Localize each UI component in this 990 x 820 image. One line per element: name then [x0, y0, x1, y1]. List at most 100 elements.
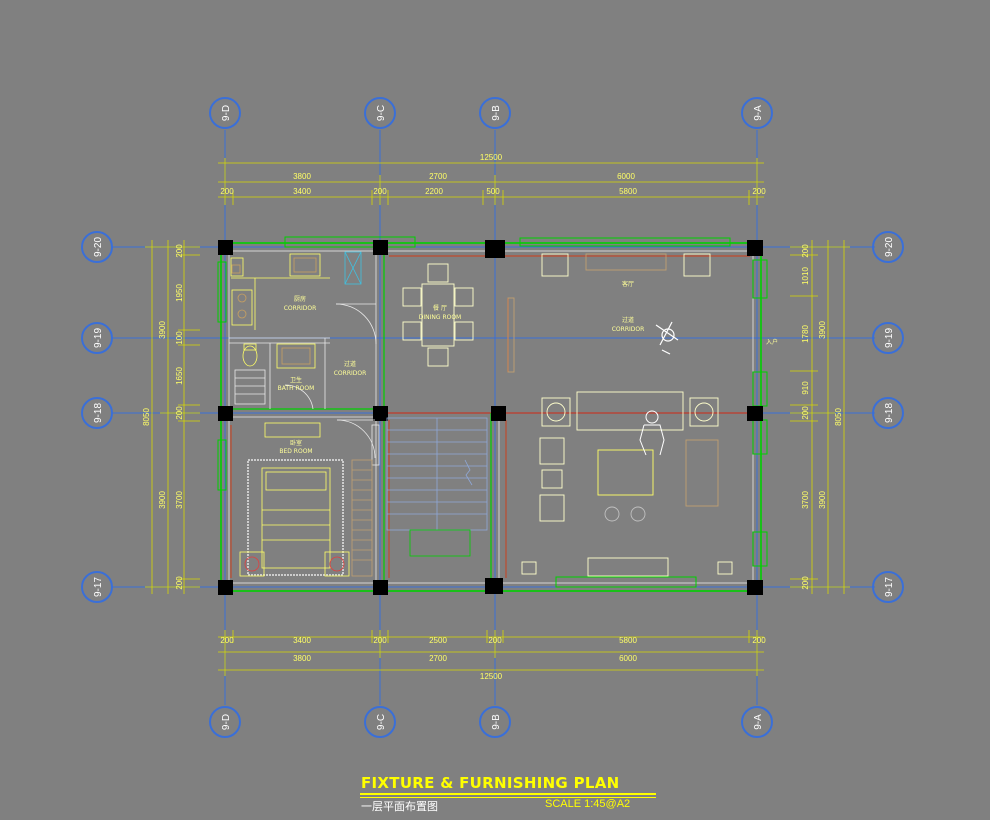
dim-bot-r1-2: 6000: [619, 654, 637, 663]
dim-bot-r2-2: 200: [373, 636, 387, 645]
person-figure-icon: [655, 321, 679, 355]
dim-left-r2-1: 1950: [175, 284, 184, 302]
grid-label-right-0: 9-20: [884, 237, 895, 257]
room-bath-cn: 卫生: [290, 376, 302, 384]
dim-right-r2-3: 910: [801, 381, 810, 395]
dimension-texts-right: 200 1010 1780 910 200 3700 200 3900 3900…: [801, 244, 843, 590]
grid-label-bottom-3: 9-A: [753, 714, 764, 730]
dim-top-r2-2: 200: [373, 187, 387, 196]
plan-title: FIXTURE & FURNISHING PLAN: [361, 774, 620, 792]
dim-bot-r2-5: 5800: [619, 636, 637, 645]
dim-left-r2-3: 1650: [175, 367, 184, 385]
dim-bot-r1-1: 2700: [429, 654, 447, 663]
dim-top-r2-3: 2200: [425, 187, 443, 196]
grid-label-top-3: 9-A: [753, 105, 764, 121]
dim-top-r2-0: 200: [220, 187, 234, 196]
room-corridor1-cn: 过道: [344, 360, 356, 368]
dim-top-r2-1: 3400: [293, 187, 311, 196]
dim-top-r1-1: 2700: [429, 172, 447, 181]
grid-label-top-1: 9-C: [376, 105, 387, 121]
grid-label-bottom-2: 9-B: [491, 714, 502, 730]
dimension-texts-top: 12500 3800 2700 6000 200 3400 200 2200 5…: [220, 153, 766, 196]
dim-bot-r2-4: 200: [488, 636, 502, 645]
dim-right-r2-6: 200: [801, 576, 810, 590]
dim-top-r2-4: 500: [486, 187, 500, 196]
room-living-cn: 客厅: [622, 280, 634, 288]
dim-right-r1-0: 3900: [818, 321, 827, 339]
grid-bubbles-right: 9-20 9-19 9-18 9-17: [872, 231, 904, 603]
dim-top-r1-0: 3800: [293, 172, 311, 181]
grid-label-right-1: 9-19: [884, 328, 895, 348]
dimension-texts-bottom: 200 3400 200 2500 200 5800 200 3800 2700…: [220, 636, 766, 681]
dim-top-r2-6: 200: [752, 187, 766, 196]
plan-scale: SCALE 1:45@A2: [545, 798, 631, 810]
living-furniture: [507, 253, 733, 577]
room-bath: BATH ROOM: [278, 385, 315, 392]
dim-left-total: 8050: [142, 408, 151, 426]
title-underline: [360, 793, 656, 795]
dim-right-r1-1: 3900: [818, 491, 827, 509]
grid-label-left-2: 9-18: [93, 403, 104, 423]
room-kitchen-cn: 厨房: [294, 295, 306, 303]
title-block: FIXTURE & FURNISHING PLAN 一层平面布置图 SCALE …: [358, 772, 658, 818]
dining-furniture: [402, 263, 474, 367]
room-dining-cn: 餐 厅: [433, 304, 447, 312]
dim-right-r2-2: 1780: [801, 325, 810, 343]
grid-label-right-2: 9-18: [884, 403, 895, 423]
grid-bubble-9-A-top: [741, 97, 773, 129]
grid-bubble-9-C-top: [364, 97, 396, 129]
dim-top-total: 12500: [480, 153, 503, 162]
dim-right-total: 8050: [834, 408, 843, 426]
dim-right-r2-5: 3700: [801, 491, 810, 509]
room-bed-cn: 卧室: [290, 439, 302, 447]
kitchen-fixtures: [230, 251, 362, 330]
grid-bubble-9-B-top: [479, 97, 511, 129]
dimension-lines: [145, 158, 850, 676]
person-figure-sofa-icon: [639, 410, 665, 456]
dim-left-r1-1: 3900: [158, 491, 167, 509]
door-swings: [284, 303, 380, 466]
grid-label-bottom-0: 9-D: [221, 714, 232, 730]
grid-bubbles-left: 9-20 9-19 9-18 9-17: [81, 231, 113, 603]
grid-label-left-3: 9-17: [93, 577, 104, 597]
room-corridor1: CORRIDOR: [334, 370, 367, 377]
dim-bot-total: 12500: [480, 672, 503, 681]
dim-top-r1-2: 6000: [617, 172, 635, 181]
title-underline-thin: [360, 797, 656, 798]
grid-label-bottom-1: 9-C: [376, 714, 387, 730]
dim-bot-r2-6: 200: [752, 636, 766, 645]
dim-left-r2-6: 200: [175, 576, 184, 590]
grid-label-left-1: 9-19: [93, 328, 104, 348]
bedroom-furniture: [239, 459, 373, 577]
grid-label-top-2: 9-B: [491, 105, 502, 121]
dim-left-r2-0: 200: [175, 244, 184, 258]
grid-label-right-3: 9-17: [884, 577, 895, 597]
room-bed: BED ROOM: [279, 448, 312, 455]
dim-right-r2-0: 200: [801, 244, 810, 258]
room-kitchen: CORRIDOR: [284, 305, 317, 312]
dim-bot-r1-0: 3800: [293, 654, 311, 663]
room-corridor2-cn: 过道: [622, 316, 634, 324]
structural-columns: [218, 240, 763, 595]
staircase: [386, 417, 488, 557]
room-corridor2: CORRIDOR: [612, 326, 645, 333]
room-labels: 厨房 CORRIDOR 餐 厅 DINING ROOM 卫生 BATH ROOM…: [278, 280, 778, 455]
dim-left-r2-2: 100: [175, 331, 184, 345]
dim-right-r2-4: 200: [801, 406, 810, 420]
dim-right-r2-1: 1010: [801, 267, 810, 285]
dim-bot-r2-1: 3400: [293, 636, 311, 645]
bathroom-fixtures: [234, 343, 321, 438]
plan-subtitle: 一层平面布置图: [361, 800, 438, 813]
dim-bot-r2-3: 2500: [429, 636, 447, 645]
dim-left-r1-0: 3900: [158, 321, 167, 339]
dim-bot-r2-0: 200: [220, 636, 234, 645]
dim-left-r2-5: 3700: [175, 491, 184, 509]
dim-left-r2-4: 200: [175, 406, 184, 420]
dimension-texts-left: 8050 3900 3900 200 1950 100 1650 200 370…: [142, 244, 184, 590]
grid-label-left-0: 9-20: [93, 237, 104, 257]
grid-label-top-0: 9-D: [221, 105, 232, 121]
room-entry: 入户: [766, 338, 778, 346]
grid-bubbles-top: 9-D 9-C 9-B 9-A: [209, 97, 773, 129]
grid-bubble-9-D-top: [209, 97, 241, 129]
